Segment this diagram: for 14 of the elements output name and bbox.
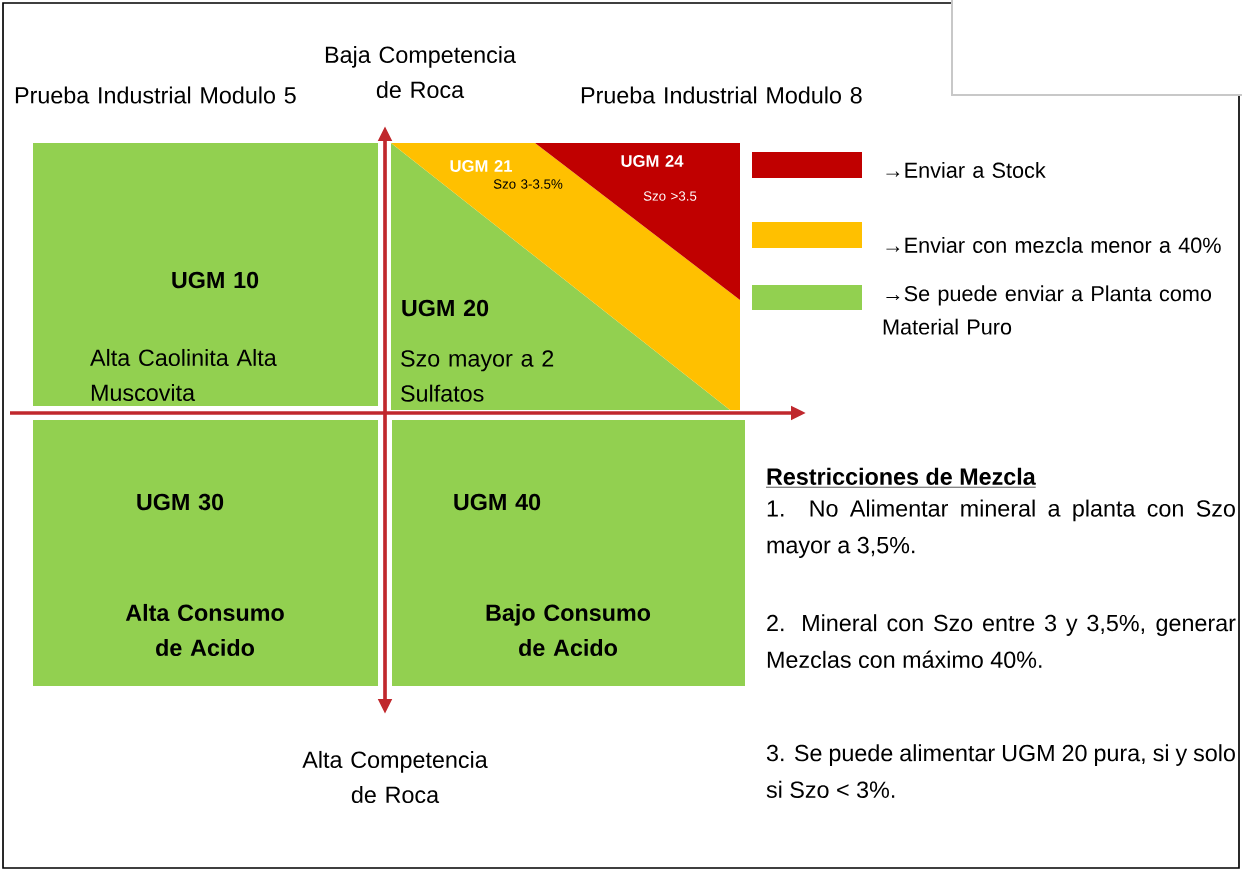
- legend-text: →Enviar a Stock: [886, 162, 1046, 178]
- axis-label: Alta Competencia de Roca: [302, 750, 488, 804]
- axis-label: Baja Competencia de Roca: [325, 45, 516, 99]
- quadrant-box: UGM 10 Alta Caolinita Alta Muscovita: [33, 143, 378, 406]
- legend-text: →Se puede enviar a Planta como Material Puro: [883, 285, 1211, 335]
- legend-text: →Enviar con mezcla menor a 40%: [886, 237, 1221, 253]
- restriction-text: 2. Mineral con Szo entre 3 y 3,5%, generar Mezclas con máximo 40%.: [767, 614, 1236, 668]
- axis-label: Prueba Industrial Modulo 5: [15, 86, 296, 104]
- axis-label: Prueba Industrial Modulo 8: [581, 86, 862, 104]
- restriction-text: 1. No Alimentar mineral a planta con Szo mayor a 3,5%.: [767, 499, 1235, 558]
- quadrant-box: UGM 40 Bajo Consumo de Acido: [392, 420, 745, 686]
- section-heading: Restricciones de Mezcla: [765, 467, 1037, 488]
- quadrant-box: UGM 30 Alta Consumo de Acido: [33, 420, 378, 686]
- restriction-text: 3. Se puede alimentar UGM 20 pura, si y solo si Szo < 3%.: [766, 744, 1235, 798]
